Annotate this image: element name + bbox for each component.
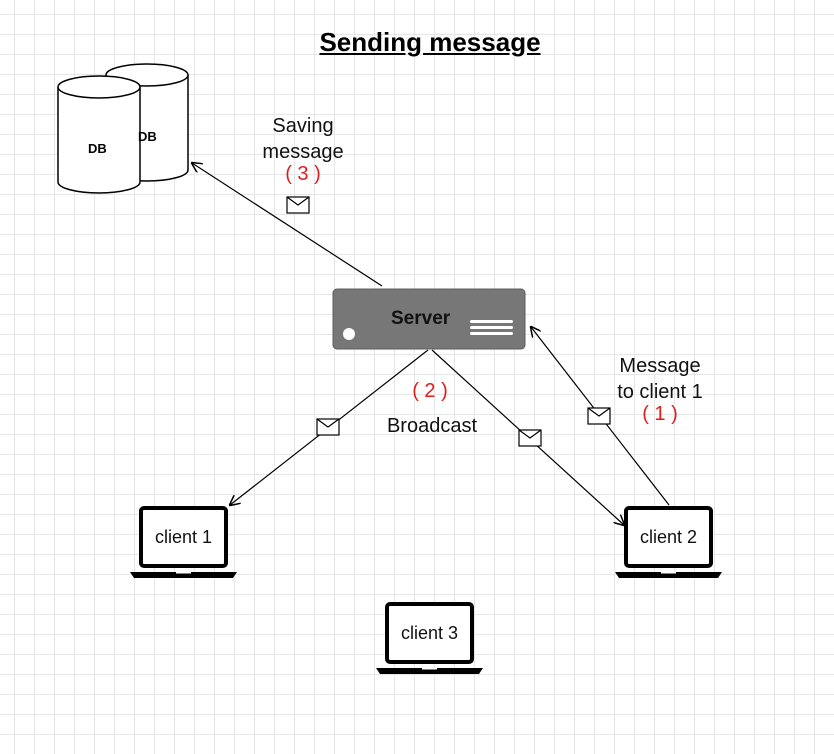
- envelope-icon: [518, 429, 542, 447]
- server-vent-icon: [470, 320, 513, 335]
- laptop-client1-icon[interactable]: [130, 506, 237, 578]
- db-back-label: DB: [138, 129, 157, 144]
- step-number-1: ( 1 ): [642, 403, 678, 425]
- db-cylinder-front: [57, 75, 141, 194]
- envelope-icon: [286, 196, 310, 214]
- client-1-label: client 1: [154, 527, 213, 547]
- client-2-label: client 2: [639, 527, 698, 547]
- server-power-light-icon: [343, 328, 355, 340]
- envelope-icon: [316, 418, 340, 436]
- server-label: Server: [391, 308, 451, 329]
- edge-label-saving: Saving message: [243, 113, 363, 165]
- laptop-client2-icon[interactable]: [615, 506, 722, 578]
- client-3-label: client 3: [400, 623, 459, 643]
- edge-label-to-client-line2: to client 1: [617, 381, 703, 403]
- step-number-2: ( 2 ): [412, 380, 448, 402]
- page-title: Sending message: [319, 27, 541, 57]
- edge-label-to-client-line1: Message: [619, 355, 701, 377]
- step-number-3: ( 3 ): [285, 163, 321, 185]
- edge-label-saving-line1: Saving: [272, 115, 334, 137]
- laptop-client3-icon[interactable]: [376, 602, 483, 674]
- server-node[interactable]: [332, 288, 526, 350]
- edge-label-broadcast: Broadcast: [386, 415, 478, 437]
- edge-label-saving-line2: message: [262, 141, 344, 163]
- edge-server-to-db[interactable]: [192, 163, 383, 287]
- db-front-label: DB: [88, 141, 107, 156]
- edge-label-to-client: Message to client 1: [595, 353, 725, 405]
- envelope-icon: [587, 407, 611, 425]
- database-icon[interactable]: [57, 63, 189, 194]
